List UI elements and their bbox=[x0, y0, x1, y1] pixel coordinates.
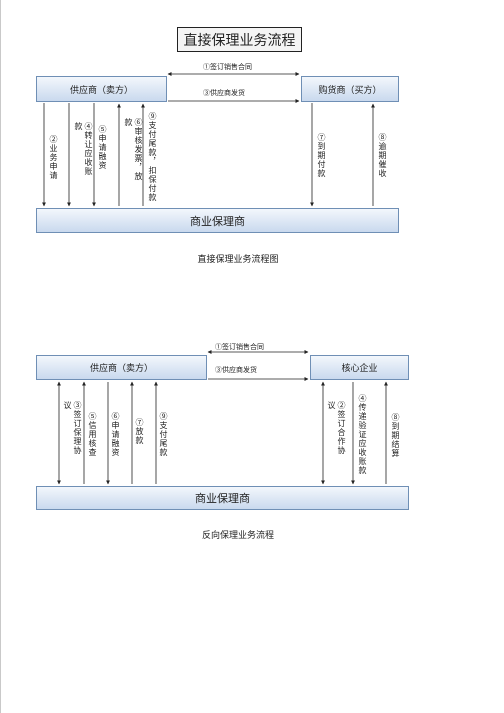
page-edge bbox=[0, 0, 1, 713]
step-pay-balance: ⑨支付尾款，扣保付款 bbox=[148, 112, 157, 202]
step-apply-financing-2: ⑥申请融资 bbox=[111, 412, 120, 457]
supplier-box-2: 供应商（卖方） bbox=[36, 355, 207, 380]
diagram1-title: 直接保理业务流程 bbox=[177, 27, 302, 52]
diagram1-caption: 直接保理业务流程图 bbox=[197, 255, 279, 265]
buyer-box: 购货商（买方） bbox=[301, 76, 399, 102]
step-pay-balance-2: ⑨支付尾款 bbox=[159, 412, 168, 457]
arrow-label-sales-contract-2: ①签订销售合同 bbox=[215, 343, 264, 351]
step-loan: ⑦放款 bbox=[135, 418, 144, 445]
diagram2-caption: 反向保理业务流程 bbox=[201, 531, 274, 541]
factor-box-2: 商业保理商 bbox=[36, 486, 409, 510]
arrow-label-shipping-2: ③供应商发货 bbox=[215, 366, 257, 374]
step-due-payment: ⑦到期付款 bbox=[317, 133, 326, 178]
core-enterprise-box: 核心企业 bbox=[310, 355, 409, 380]
step-credit-check: ⑤信用核查 bbox=[88, 412, 97, 457]
step-review-invoice-loan: ⑥审核发票，放款 bbox=[124, 118, 143, 181]
supplier-box: 供应商（卖方） bbox=[36, 76, 167, 102]
step-transfer-receivables: ④转让应收账款 bbox=[74, 122, 93, 176]
step-sign-factoring-agreement: ③签订保理协议 bbox=[63, 401, 82, 455]
step-due-settlement: ⑧到期结算 bbox=[391, 413, 400, 458]
factor-box: 商业保理商 bbox=[36, 208, 399, 233]
step-transfer-verify-receivables: ④传递验证应收账款 bbox=[358, 394, 367, 475]
step-overdue-collection: ⑧逾期催收 bbox=[378, 133, 387, 178]
step-business-application: ②业务申请 bbox=[49, 135, 58, 180]
arrow-label-shipping: ③供应商发货 bbox=[203, 89, 245, 97]
step-apply-financing: ⑤申请融资 bbox=[98, 125, 107, 170]
arrow-label-sales-contract: ①签订销售合同 bbox=[203, 63, 252, 71]
step-sign-cooperation: ②签订合作协议 bbox=[327, 401, 346, 455]
